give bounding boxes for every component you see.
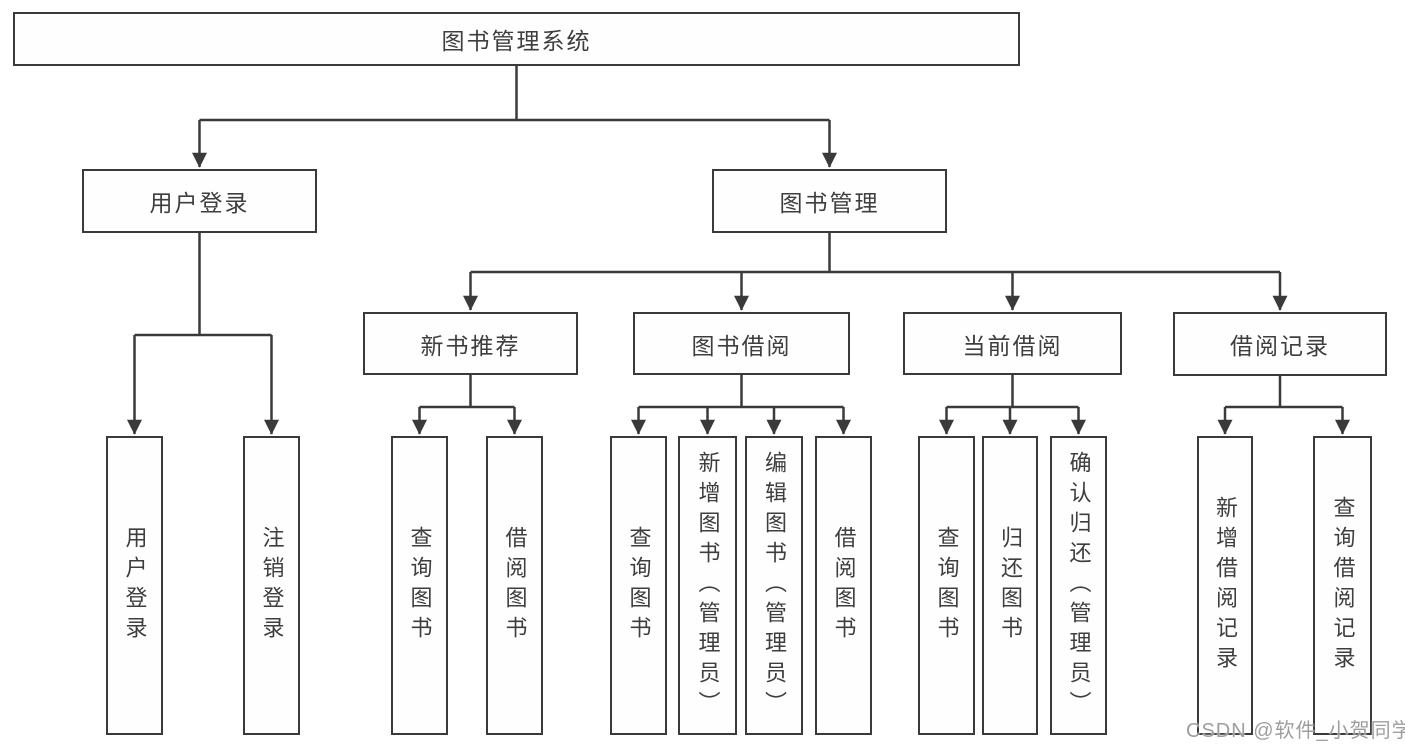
- leaf-query-borrow-record: 查询借阅记录: [1313, 436, 1372, 735]
- node-borrow-records: 借阅记录: [1173, 312, 1387, 376]
- leaf-borrow-books: 借阅图书: [815, 436, 872, 735]
- leaf-add-borrow-record: 新增借阅记录: [1197, 436, 1253, 735]
- leaf-return-book: 归还图书: [982, 436, 1038, 735]
- node-book-borrow: 图书借阅: [633, 312, 850, 375]
- leaf-query-books-recommend: 查询图书: [391, 436, 448, 735]
- node-new-book-recommend: 新书推荐: [363, 312, 578, 375]
- leaf-borrow-books-recommend: 借阅图书: [486, 436, 543, 735]
- leaf-add-book-admin: 新增图书（管理员）: [678, 436, 737, 735]
- node-book-management: 图书管理: [712, 169, 947, 233]
- leaf-query-books-current: 查询图书: [918, 436, 975, 735]
- leaf-return-book-label: 归还图书: [998, 525, 1023, 646]
- node-current-borrow: 当前借阅: [903, 312, 1122, 375]
- csdn-watermark: CSDN @软件_小贺同学: [1186, 720, 1405, 742]
- leaf-user-login-label: 用户登录: [122, 525, 148, 646]
- leaf-confirm-return-admin-label: 确认归还（管理员）: [1066, 450, 1092, 721]
- leaf-query-borrow-record-label: 查询借阅记录: [1330, 495, 1356, 676]
- leaf-query-books-borrow-label: 查询图书: [626, 525, 652, 646]
- leaf-edit-book-admin: 编辑图书（管理员）: [745, 436, 803, 735]
- leaf-confirm-return-admin: 确认归还（管理员）: [1050, 436, 1107, 735]
- leaf-query-books-recommend-label: 查询图书: [407, 525, 433, 646]
- node-root: 图书管理系统: [13, 12, 1020, 66]
- node-user-login: 用户登录: [82, 169, 317, 233]
- leaf-logout-label: 注销登录: [259, 525, 285, 646]
- leaf-add-book-admin-label: 新增图书（管理员）: [695, 450, 721, 721]
- leaf-logout: 注销登录: [243, 436, 300, 735]
- leaf-edit-book-admin-label: 编辑图书（管理员）: [762, 450, 787, 721]
- leaf-user-login: 用户登录: [106, 436, 163, 735]
- leaf-query-books-current-label: 查询图书: [934, 525, 960, 646]
- leaf-add-borrow-record-label: 新增借阅记录: [1213, 495, 1238, 676]
- leaf-query-books-borrow: 查询图书: [610, 436, 667, 735]
- leaf-borrow-books-label: 借阅图书: [831, 525, 857, 646]
- leaf-borrow-books-recommend-label: 借阅图书: [502, 525, 528, 646]
